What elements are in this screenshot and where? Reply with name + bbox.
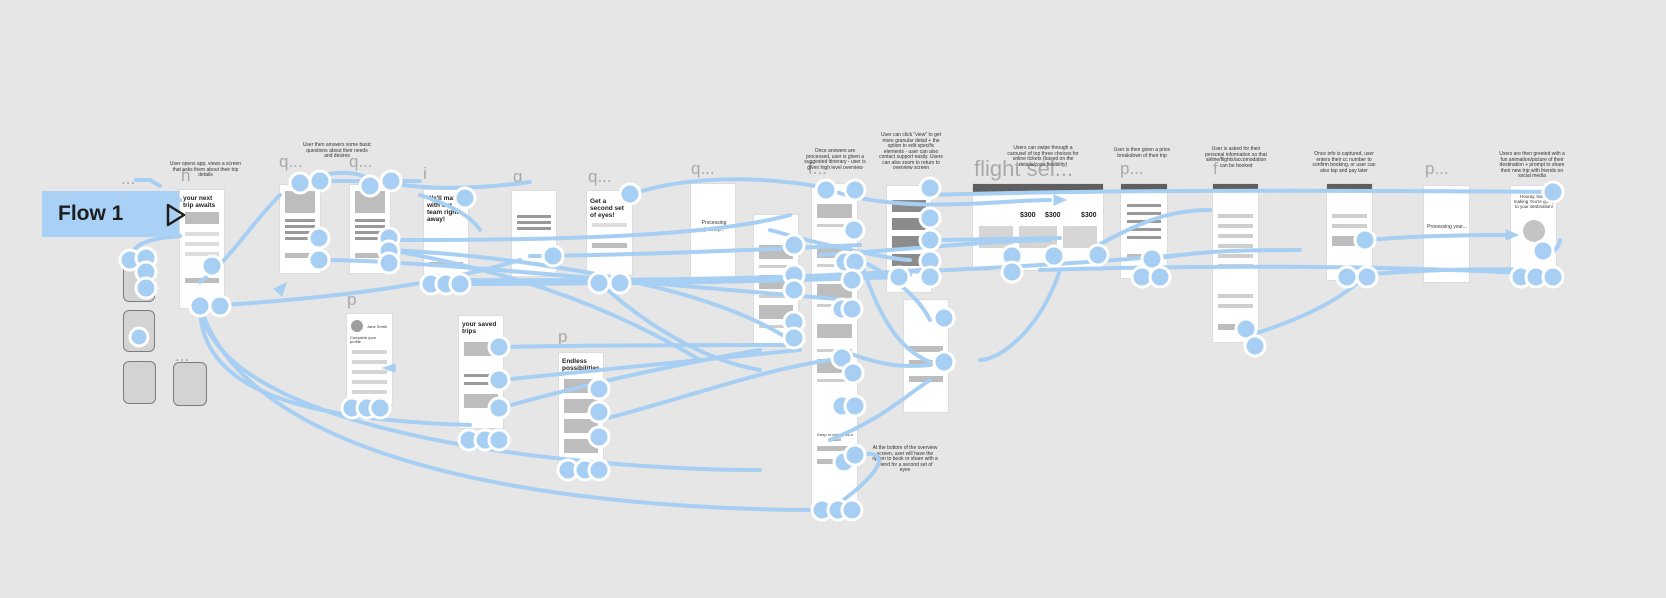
annotation-note: Once info is captured, user enters their… — [1312, 151, 1376, 174]
annotation-note: Users are then greeted with a fun animat… — [1499, 151, 1565, 179]
flow-label: Flow 1 — [58, 202, 124, 225]
frame-label: q... — [691, 159, 715, 178]
price-label: $300 — [1020, 212, 1036, 219]
screen-second-eyes[interactable]: Get a second set of eyes! — [587, 191, 632, 275]
frame-label: q... — [588, 167, 612, 186]
screen-profile[interactable]: Jane Smith Complete your profile — [347, 314, 392, 404]
frame-label: f... — [808, 159, 827, 178]
frame-label: ... — [175, 346, 190, 365]
avatar — [351, 320, 363, 332]
annotation-note: User opens app, views a screen that asks… — [169, 161, 242, 178]
frame-label: i — [423, 164, 427, 183]
annotation-note: Once answers are processed, user is give… — [804, 148, 866, 171]
annotation-note: User is then given a price breakdown of … — [1113, 147, 1171, 159]
frame-label: p — [347, 290, 357, 309]
frame-label: q — [513, 167, 523, 186]
frame-label: flight sel... — [974, 156, 1074, 181]
annotation-note: Users can swipe through a carousel of to… — [1007, 145, 1079, 168]
frame-label: p... — [1120, 159, 1144, 178]
frame-label: q... — [349, 152, 373, 171]
frame-label: p... — [1425, 159, 1449, 178]
annotation-note: User then answers some basic questions a… — [302, 142, 372, 159]
frame-label: ... — [121, 169, 136, 188]
screen-processing-journey[interactable]: Processing journey... — [691, 184, 735, 282]
annotation-note: User is asked for their personal informa… — [1205, 146, 1267, 169]
modal-popover[interactable] — [173, 362, 207, 406]
flow-start-button[interactable]: Flow 1 — [42, 191, 186, 237]
frame-label: q... — [279, 152, 303, 171]
modal-popover[interactable] — [123, 361, 156, 404]
frame-label: h — [181, 166, 191, 185]
frame-label: f — [1213, 159, 1218, 178]
annotation-note: At the bottom of the overview screen, us… — [872, 445, 938, 473]
frame-label: p — [558, 327, 568, 346]
price-label: $300 — [1045, 212, 1061, 219]
price-label: $300 — [1081, 212, 1097, 219]
annotation-note: User can click "view" to get more granul… — [879, 132, 943, 171]
